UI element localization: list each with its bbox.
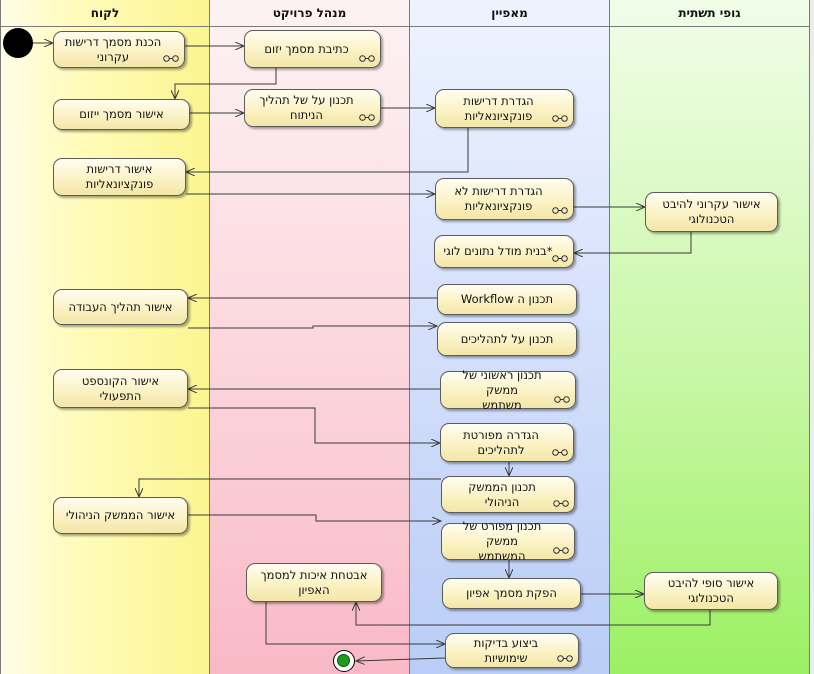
activity-write-initiation-document[interactable]: כתיבת מסמך יזום: [244, 30, 381, 68]
activity-produce-spec-document[interactable]: הפקת מסמך אפיון: [442, 578, 581, 609]
initial-node: [3, 28, 33, 58]
activity-approve-initiation-document[interactable]: אישור מסמך ייזום: [53, 99, 190, 130]
subactivity-icon: [552, 449, 568, 456]
subactivity-icon: [557, 655, 573, 662]
lane-analyst-title: מאפיין: [410, 0, 609, 27]
activity-build-logical-data-model[interactable]: *בנית מודל נתונים לוגי: [434, 235, 574, 268]
subactivity-icon: [552, 207, 568, 214]
lane-infrastructure: גופי תשתית: [610, 0, 810, 674]
activity-final-technology-approval[interactable]: אישור סופי להיבט הטכנולוגי: [644, 572, 778, 610]
activity-approve-admin-interface[interactable]: אישור הממשק הניהולי: [53, 497, 188, 534]
activity-principal-technology-approval[interactable]: אישור עקרוני להיבט הטכנולוגי: [645, 192, 778, 232]
activity-detailed-ui-planning[interactable]: תכנון מפורט של ממשק המשתמש: [441, 519, 575, 563]
subactivity-icon: [554, 396, 570, 403]
activity-detailed-process-definition[interactable]: הגדרה מפורטת לתהליכים: [440, 423, 574, 462]
activity-initial-ui-planning[interactable]: תכנון ראשוני של ממשק משתמש: [440, 368, 576, 412]
activity-approve-functional-requirements[interactable]: אישור דרישות פונקציונאליות: [53, 158, 186, 196]
activity-plan-processes-overview[interactable]: תכנון על לתהליכים: [437, 322, 577, 356]
activity-plan-workflow[interactable]: תכנון ה Workflow: [437, 284, 577, 315]
lane-project-manager-title: מנהל פרויקט: [210, 0, 409, 27]
lane-client-title: לקוח: [1, 0, 209, 27]
subactivity-icon: [359, 114, 375, 121]
activity-approve-work-process[interactable]: אישור תהליך העבודה: [53, 289, 188, 325]
activity-plan-admin-interface[interactable]: תכנון הממשק הניהולי: [441, 476, 575, 513]
subactivity-icon: [163, 55, 179, 62]
subactivity-icon: [553, 500, 569, 507]
activity-plan-analysis-process[interactable]: תכנון על של תהליך הניתוח: [244, 89, 381, 127]
activity-define-nonfunctional-requirements[interactable]: הגדרת דרישות לא פונקציונאליות: [435, 178, 574, 220]
lane-infrastructure-title: גופי תשתית: [610, 0, 809, 27]
activity-approve-operational-concept[interactable]: אישור הקונספט התפעולי: [53, 369, 188, 408]
activity-usability-testing[interactable]: ביצוע בדיקות שימושיות: [445, 633, 579, 668]
right-edge-strip: [810, 0, 814, 674]
subactivity-icon: [552, 115, 568, 122]
activity-prepare-principal-requirements[interactable]: הכנת מסמך דרישות עקרוני: [53, 31, 185, 68]
subactivity-icon: [359, 55, 375, 62]
subactivity-icon: [553, 547, 569, 554]
final-node: [333, 650, 355, 672]
activity-define-functional-requirements[interactable]: הגדרת דרישות פונקציונאליות: [435, 89, 574, 128]
activity-spec-quality-assurance[interactable]: אבטחת איכות למסמך האפיון: [246, 563, 382, 602]
subactivity-icon: [552, 255, 568, 262]
